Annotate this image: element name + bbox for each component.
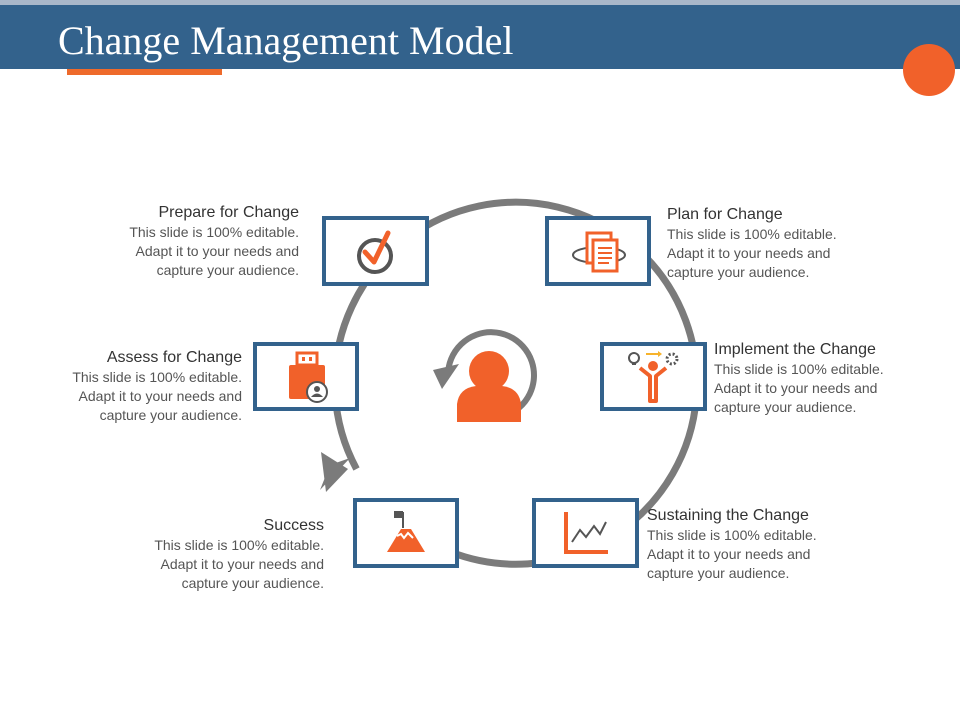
assess-title: Assess for Change bbox=[106, 349, 242, 366]
top-accent-strip bbox=[0, 0, 960, 5]
implement-desc-line-2: Adapt it to your needs and bbox=[714, 380, 878, 396]
plan-node-box bbox=[545, 216, 651, 286]
line-chart-icon bbox=[564, 512, 608, 554]
prepare-title: Prepare for Change bbox=[158, 204, 299, 221]
assess-desc-line-2: Adapt it to your needs and bbox=[78, 388, 242, 404]
implement-desc-line-3: capture your audience. bbox=[714, 399, 857, 415]
success-title: Success bbox=[263, 517, 324, 534]
assess-desc-line-3: capture your audience. bbox=[99, 407, 242, 423]
user-cycle-icon bbox=[433, 329, 537, 422]
plan-title: Plan for Change bbox=[667, 206, 783, 223]
assess-label: Assess for Change This slide is 100% edi… bbox=[72, 348, 242, 425]
prepare-desc-line-3: capture your audience. bbox=[156, 262, 299, 278]
documents-icon bbox=[572, 231, 626, 273]
check-badge-icon bbox=[357, 230, 393, 274]
mountain-flag-icon bbox=[387, 511, 425, 552]
prepare-label: Prepare for Change This slide is 100% ed… bbox=[129, 203, 299, 280]
plan-desc-line-2: Adapt it to your needs and bbox=[667, 245, 831, 261]
title-underline bbox=[67, 69, 222, 75]
user-body-icon bbox=[457, 386, 521, 422]
cycle-arrowhead-tip bbox=[321, 452, 348, 492]
sustain-node-box bbox=[532, 498, 639, 568]
usb-drive-icon bbox=[289, 351, 328, 403]
title-bar: Change Management Model bbox=[0, 5, 960, 69]
success-node-box bbox=[353, 498, 459, 568]
plan-desc-line-3: capture your audience. bbox=[667, 264, 810, 280]
user-head-icon bbox=[469, 351, 509, 391]
assess-node-box bbox=[253, 342, 359, 411]
implement-title: Implement the Change bbox=[714, 341, 876, 358]
success-desc-line-1: This slide is 100% editable. bbox=[154, 537, 324, 553]
implement-node-box bbox=[600, 342, 707, 411]
implement-label: Implement the Change This slide is 100% … bbox=[714, 340, 884, 417]
sustain-label: Sustaining the Change This slide is 100%… bbox=[647, 506, 817, 583]
prepare-desc-line-2: Adapt it to your needs and bbox=[135, 243, 299, 259]
prepare-node-box bbox=[322, 216, 429, 286]
plan-label: Plan for Change This slide is 100% edita… bbox=[667, 205, 837, 282]
page-title: Change Management Model bbox=[58, 18, 514, 63]
success-desc-line-2: Adapt it to your needs and bbox=[160, 556, 324, 572]
person-idea-gear-icon bbox=[628, 351, 679, 403]
plan-desc-line-1: This slide is 100% editable. bbox=[667, 226, 837, 242]
implement-desc-line-1: This slide is 100% editable. bbox=[714, 361, 884, 377]
success-desc-line-3: capture your audience. bbox=[181, 575, 324, 591]
sustain-desc-line-3: capture your audience. bbox=[647, 565, 790, 581]
assess-desc-line-1: This slide is 100% editable. bbox=[72, 369, 242, 385]
user-cycle-arrowhead bbox=[433, 364, 459, 389]
corner-dot bbox=[903, 44, 955, 96]
sustain-desc-line-2: Adapt it to your needs and bbox=[647, 546, 811, 562]
success-label: Success This slide is 100% editable. Ada… bbox=[154, 516, 324, 593]
prepare-desc-line-1: This slide is 100% editable. bbox=[129, 224, 299, 240]
sustain-title: Sustaining the Change bbox=[647, 507, 809, 524]
sustain-desc-line-1: This slide is 100% editable. bbox=[647, 527, 817, 543]
